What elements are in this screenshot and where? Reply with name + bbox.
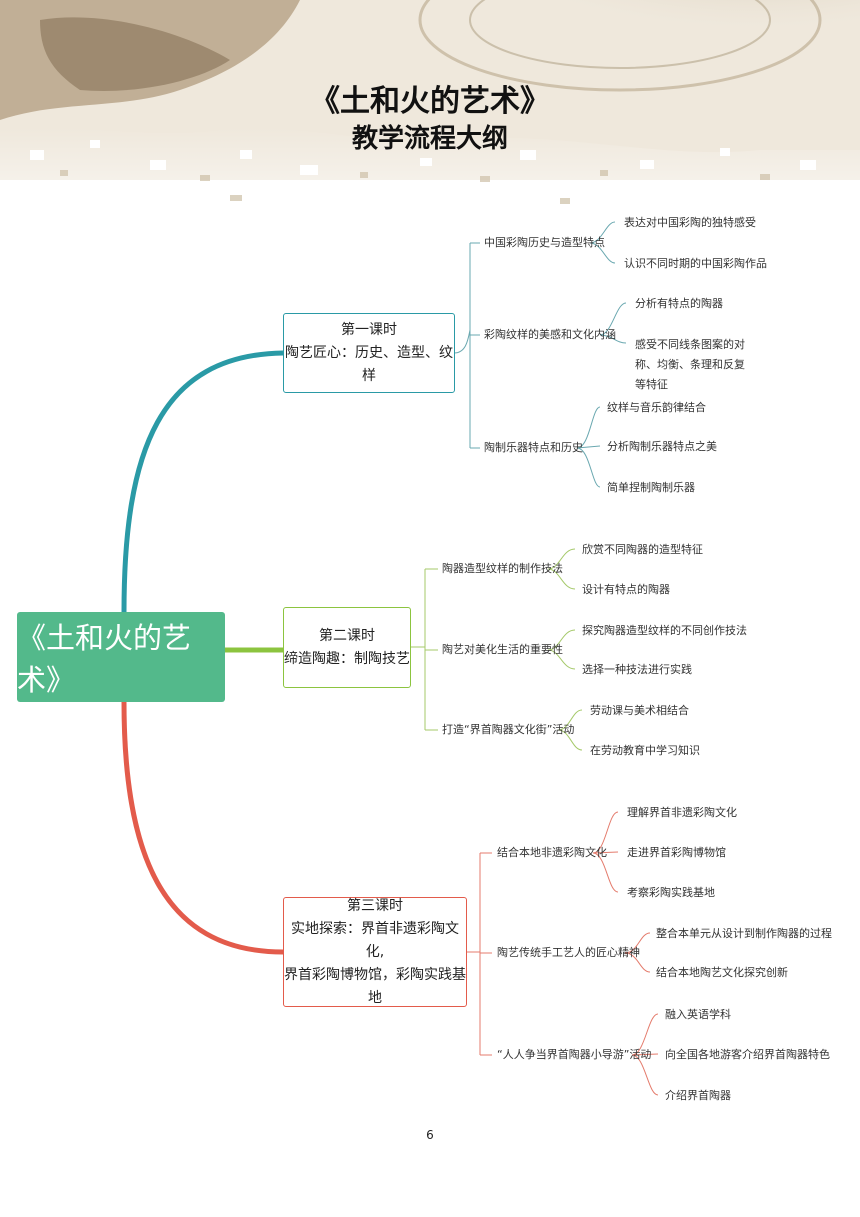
topic-node: 陶制乐器特点和历史	[484, 441, 583, 454]
lesson-2-subtitle: 缔造陶趣：制陶技艺	[284, 650, 410, 667]
page-number: 6	[426, 1128, 434, 1142]
pottery-background-image	[0, 0, 860, 260]
lesson-1-subtitle: 陶艺匠心：历史、造型、纹样	[285, 344, 453, 384]
lesson-1-box: 第一课时 陶艺匠心：历史、造型、纹样	[283, 313, 455, 393]
lesson-1-title: 第一课时	[341, 321, 397, 338]
topic-node: 陶器造型纹样的制作技法	[442, 562, 563, 575]
lesson-3-subtitle: 实地探索：界首非遗彩陶文化,	[291, 920, 459, 960]
lesson-3-box: 第三课时 实地探索：界首非遗彩陶文化, 界首彩陶博物馆，彩陶实践基地	[283, 897, 467, 1007]
leaf-node: 简单捏制陶制乐器	[607, 481, 695, 494]
leaf-node: 融入英语学科	[665, 1008, 731, 1021]
leaf-node: 在劳动教育中学习知识	[590, 744, 700, 757]
page-title: 《土和火的艺术》	[310, 84, 550, 119]
lesson-3-subtitle-line2: 界首彩陶博物馆，彩陶实践基地	[284, 966, 466, 1006]
topic-node: 陶艺对美化生活的重要性	[442, 643, 563, 656]
topic-node: 结合本地非遗彩陶文化	[497, 846, 607, 859]
leaf-node: 探究陶器造型纹样的不同创作技法	[582, 624, 747, 637]
leaf-node: 分析陶制乐器特点之美	[607, 440, 717, 453]
branch-connector-lesson-3	[121, 701, 284, 955]
topic-node: 陶艺传统手工艺人的匠心精神	[497, 946, 640, 959]
leaf-node: 分析有特点的陶器	[635, 297, 723, 310]
leaf-node: 走进界首彩陶博物馆	[627, 846, 726, 859]
topic-node: 中国彩陶历史与造型特点	[484, 236, 605, 249]
topic-node: 打造“界首陶器文化街”活动	[442, 723, 575, 736]
lesson-3-title: 第三课时	[347, 897, 403, 914]
branch-connector-lesson-1	[121, 350, 284, 613]
topic-node: “人人争当界首陶器小导游”活动	[497, 1048, 652, 1061]
leaf-node: 纹样与音乐韵律结合	[607, 401, 706, 414]
lesson-2-title: 第二课时	[319, 627, 375, 644]
lesson-2-box: 第二课时 缔造陶趣：制陶技艺	[283, 607, 411, 688]
topic-node: 彩陶纹样的美感和文化内涵	[484, 328, 616, 341]
leaf-node: 设计有特点的陶器	[582, 583, 670, 596]
leaf-node: 整合本单元从设计到制作陶器的过程	[656, 927, 832, 940]
leaf-node: 理解界首非遗彩陶文化	[627, 806, 737, 819]
leaf-node: 向全国各地游客介绍界首陶器特色	[665, 1048, 830, 1061]
page-subtitle: 教学流程大纲	[351, 124, 508, 154]
leaf-node: 认识不同时期的中国彩陶作品	[624, 257, 767, 270]
leaf-node: 表达对中国彩陶的独特感受	[624, 216, 756, 229]
leaf-node: 考察彩陶实践基地	[627, 886, 715, 899]
leaf-node: 选择一种技法进行实践	[582, 663, 692, 676]
leaf-node: 劳动课与美术相结合	[590, 704, 689, 717]
leaf-node: 感受不同线条图案的对称、均衡、条理和反复等特征	[635, 338, 745, 391]
leaf-node: 介绍界首陶器	[665, 1089, 731, 1102]
leaf-node: 欣赏不同陶器的造型特征	[582, 543, 703, 556]
mindmap-root: 《土和火的艺术》	[17, 612, 225, 702]
leaf-node: 结合本地陶艺文化探究创新	[656, 966, 788, 979]
